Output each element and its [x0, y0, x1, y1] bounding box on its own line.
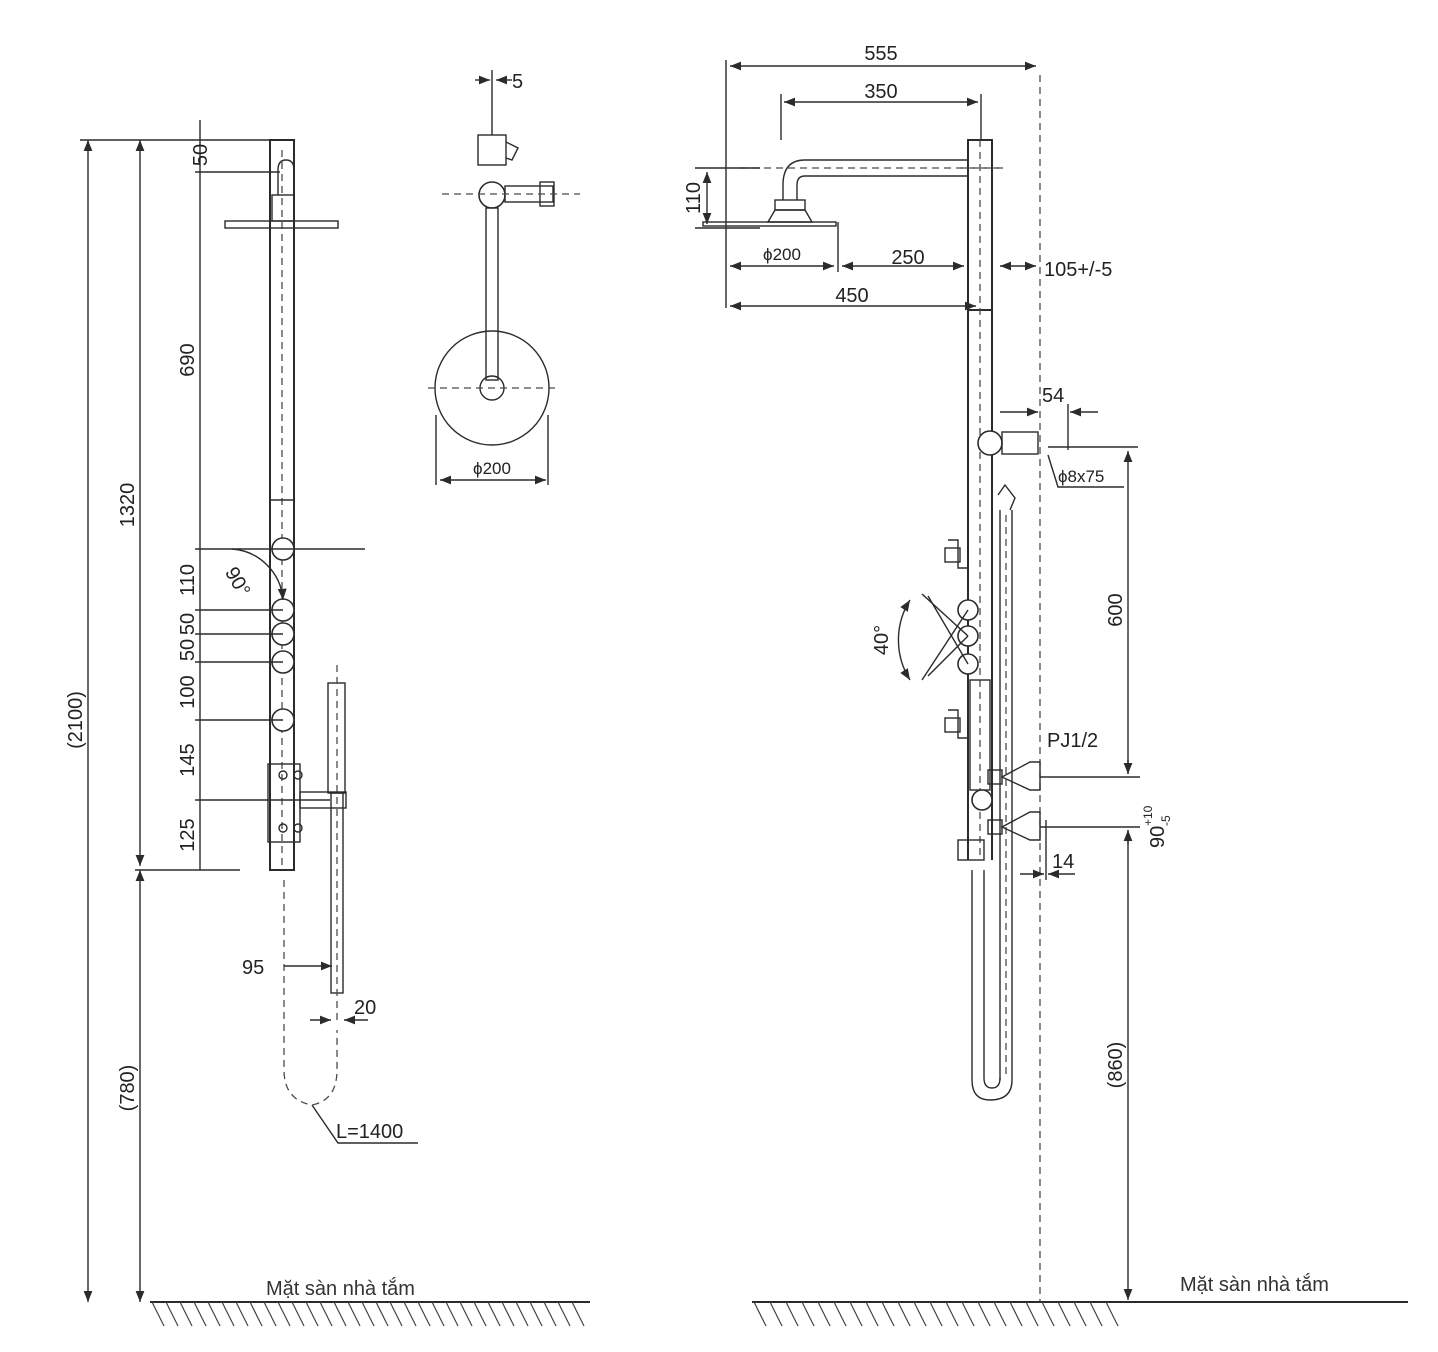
dim-145: 145 [177, 743, 199, 776]
hose-outline [283, 880, 338, 1106]
dim-50: 50 [190, 144, 212, 166]
right-front-view: 555 350 110 ϕ200 250 105+/-5 450 54 ϕ8x7… [683, 43, 1408, 1327]
dim-600: 600 [1105, 593, 1127, 626]
dim-780: (780) [117, 1065, 139, 1112]
inlet-elbow-upper [1000, 761, 1041, 791]
dim-90: 90 [1147, 826, 1169, 848]
dim-450: 450 [835, 285, 868, 307]
dim-90-tol-lower: -5 [1159, 815, 1173, 826]
dim-350: 350 [864, 81, 897, 103]
dim-8x75: ϕ8x75 [1058, 467, 1104, 486]
top-dim-200: ϕ200 [473, 459, 511, 478]
dim-250: 250 [891, 247, 924, 269]
floor-label-right: Mặt sàn nhà tắm [1180, 1273, 1329, 1296]
dim-90-angle: 90° [220, 563, 254, 600]
dim-95: 95 [242, 957, 264, 979]
dim-40-angle: 40° [871, 625, 893, 655]
dim-200-right: ϕ200 [763, 245, 801, 264]
dim-50b: 50 [177, 639, 199, 661]
dim-pj: PJ1/2 [1047, 730, 1098, 752]
dim-110-right: 110 [683, 182, 705, 214]
dim-54: 54 [1042, 385, 1064, 407]
dim-110: 110 [177, 564, 199, 596]
dim-14: 14 [1052, 851, 1074, 873]
dim-125: 125 [177, 818, 199, 851]
dim-1320: 1320 [117, 483, 139, 528]
floor-hatch-right [753, 1301, 1119, 1327]
left-side-view: 50 690 1320 (2100) 110 50 50 100 145 125… [65, 120, 590, 1327]
hose-length-label: L=1400 [336, 1121, 403, 1143]
dim-860: (860) [1105, 1042, 1127, 1089]
dim-690: 690 [177, 343, 199, 376]
dim-555: 555 [864, 43, 897, 65]
front-shower-head [702, 221, 837, 227]
dim-105: 105+/-5 [1044, 259, 1112, 281]
dim-90-tol-upper: +10 [1141, 805, 1155, 826]
dim-20: 20 [354, 997, 376, 1019]
top-dim-5: 5 [512, 71, 523, 93]
floor-label-left: Mặt sàn nhà tắm [266, 1277, 415, 1300]
top-plan-view: 5 ϕ200 [428, 70, 580, 485]
inlet-elbow-lower [1000, 811, 1041, 841]
shower-head-plate [224, 220, 339, 229]
dim-90-group: 90 +10 -5 [1141, 805, 1173, 848]
dim-100: 100 [177, 675, 199, 708]
dim-50a: 50 [177, 613, 199, 635]
dim-2100: (2100) [65, 691, 87, 749]
floor-hatch-left [151, 1301, 585, 1327]
